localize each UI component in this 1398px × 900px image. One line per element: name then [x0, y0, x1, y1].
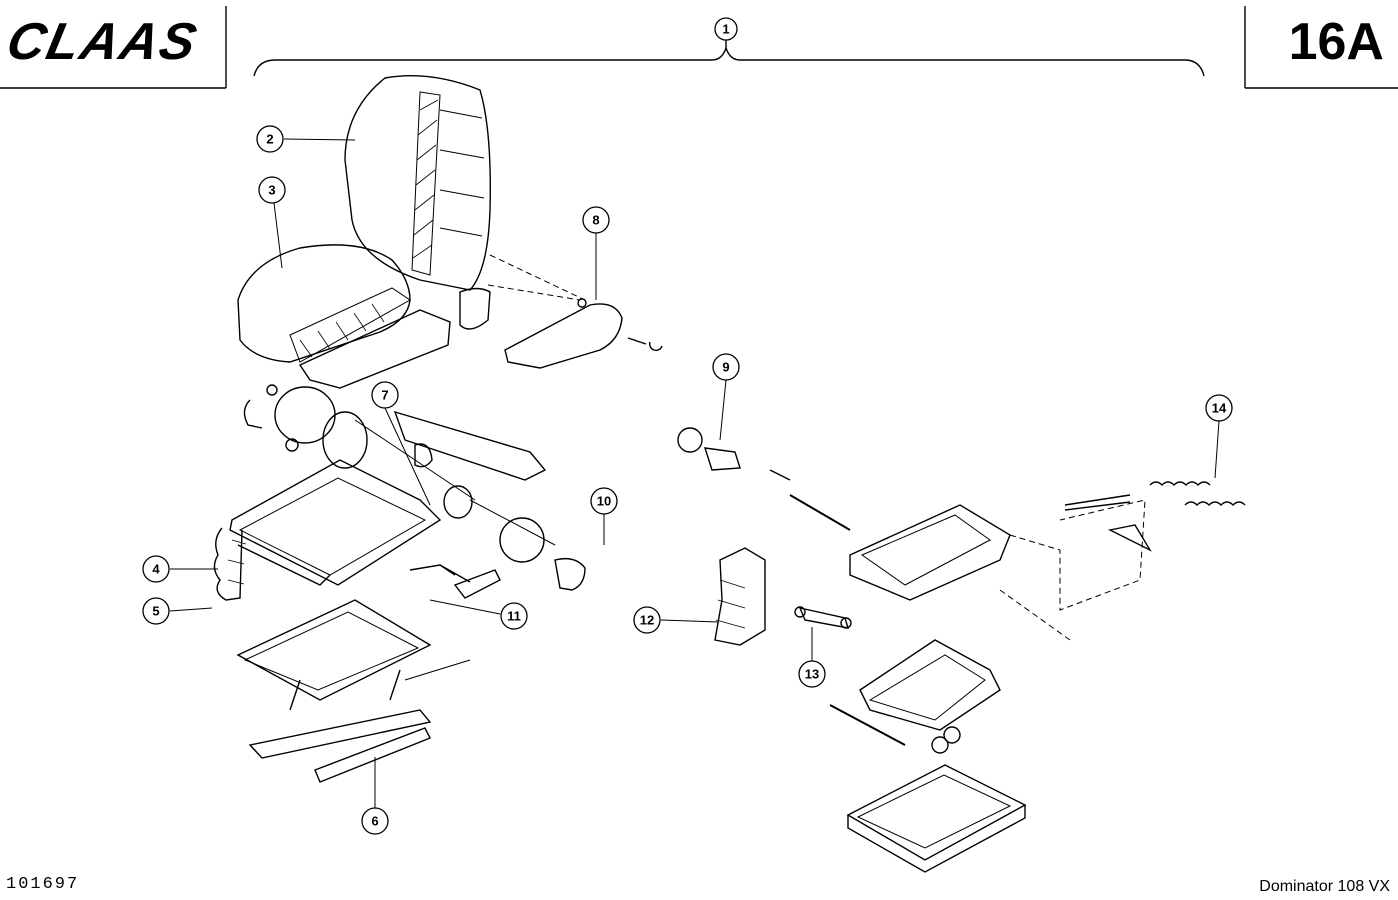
upper-suspension [849, 494, 1152, 641]
scissor-mechanism [829, 639, 1001, 754]
callout-11: 11 [507, 609, 521, 624]
callout-6: 6 [371, 814, 378, 829]
leader-lines [169, 138, 1220, 808]
callout-labels: 1 2 3 4 5 6 7 8 9 10 11 12 13 14 [152, 22, 1227, 829]
assembly-bracket [253, 40, 1205, 77]
callout-10: 10 [597, 494, 611, 509]
callout-1: 1 [722, 22, 729, 37]
callout-circles [142, 17, 1233, 835]
gear-knob [677, 427, 851, 531]
seat-cushion [237, 244, 451, 389]
armrest [487, 254, 663, 369]
callout-12: 12 [640, 613, 654, 628]
callout-2: 2 [266, 132, 273, 147]
seat-frame [213, 459, 442, 601]
callout-14: 14 [1212, 401, 1227, 416]
adjustment-mechanism [243, 384, 586, 591]
callout-8: 8 [592, 213, 599, 228]
callout-9: 9 [722, 360, 729, 375]
backrest [344, 75, 491, 330]
title-frame [0, 6, 1398, 89]
document-number: 101697 [6, 875, 80, 894]
bellows-cover [714, 547, 766, 646]
callout-3: 3 [268, 183, 275, 198]
callout-7: 7 [381, 388, 388, 403]
lever-parts [409, 564, 501, 599]
sheet-number: 16A [1288, 13, 1384, 71]
callout-13: 13 [805, 667, 819, 682]
shock-absorber [794, 606, 852, 629]
brand-logo: CLAAS [1, 13, 204, 71]
base-frame [846, 764, 1027, 873]
tension-springs [1149, 481, 1246, 506]
callout-5: 5 [152, 604, 159, 619]
model-name: Dominator 108 VX [1259, 878, 1390, 895]
slide-rails [236, 599, 471, 783]
callout-4: 4 [152, 562, 160, 577]
